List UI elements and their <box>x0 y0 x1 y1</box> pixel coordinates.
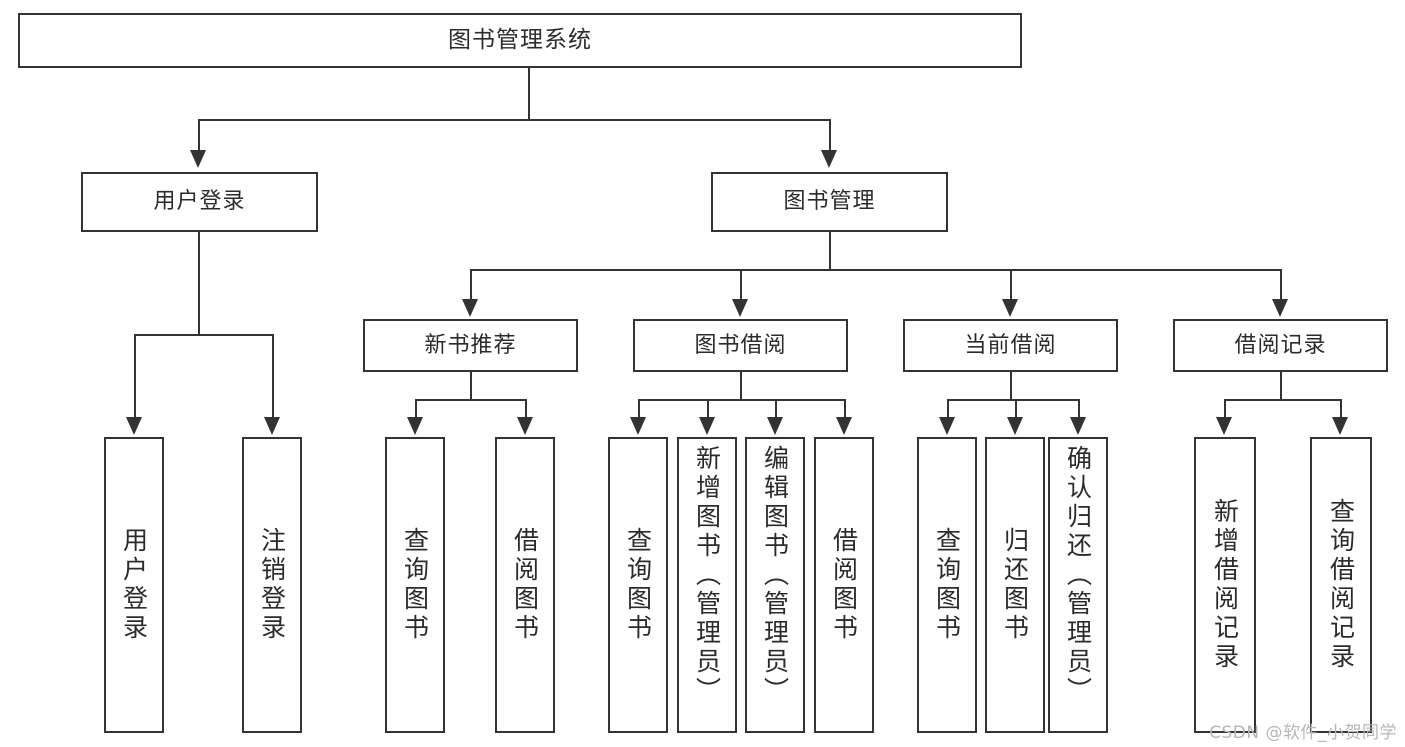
connector-new-book-drop-2 <box>525 399 527 418</box>
connector-borrow-record-stem <box>1280 372 1282 400</box>
connector-user-login-stem <box>198 232 200 335</box>
arrow-leaf-query-record <box>1332 417 1348 435</box>
leaf-edit-book[interactable]: 编辑图书（管理员） <box>745 437 805 733</box>
node-user-login[interactable]: 用户登录 <box>81 172 318 232</box>
node-root[interactable]: 图书管理系统 <box>18 13 1022 68</box>
leaf-add-book-label: 新增图书（管理员） <box>692 445 722 706</box>
node-book-management-label: 图书管理 <box>783 189 876 215</box>
connector-level3-drop-1 <box>470 269 472 300</box>
leaf-add-book[interactable]: 新增图书（管理员） <box>677 437 737 733</box>
arrow-leaf-logout <box>264 417 280 435</box>
node-user-login-label: 用户登录 <box>153 189 246 215</box>
connector-new-book-drop-1 <box>415 399 417 418</box>
connector-borrow-record-drop-1 <box>1224 399 1226 418</box>
node-borrow-record-label: 借阅记录 <box>1234 332 1327 358</box>
leaf-borrow-book-1[interactable]: 借阅图书 <box>495 437 555 733</box>
leaf-edit-book-label: 编辑图书（管理员） <box>760 445 790 706</box>
connector-level3-bus <box>470 269 1280 271</box>
leaf-query-book-2[interactable]: 查询图书 <box>608 437 668 733</box>
node-book-management[interactable]: 图书管理 <box>711 172 948 232</box>
arrow-leaf-edit-book <box>767 417 783 435</box>
leaf-confirm-return-label: 确认归还（管理员） <box>1063 445 1093 706</box>
node-new-book-recommend-label: 新书推荐 <box>424 332 517 358</box>
leaf-logout[interactable]: 注销登录 <box>242 437 302 733</box>
arrow-to-user-login <box>190 150 206 168</box>
leaf-query-book-1-label: 查询图书 <box>400 527 430 643</box>
leaf-query-book-3[interactable]: 查询图书 <box>917 437 977 733</box>
connector-level3-drop-2 <box>740 269 742 300</box>
arrow-to-book-management <box>821 150 837 168</box>
connector-level3-drop-4 <box>1280 269 1282 300</box>
leaf-query-record-label: 查询借阅记录 <box>1326 498 1356 672</box>
arrow-leaf-borrow-book-2 <box>836 417 852 435</box>
leaf-borrow-book-2[interactable]: 借阅图书 <box>814 437 874 733</box>
node-book-borrow-label: 图书借阅 <box>694 332 787 358</box>
arrow-leaf-return-book <box>1007 417 1023 435</box>
leaf-borrow-book-2-label: 借阅图书 <box>829 527 859 643</box>
leaf-query-book-3-label: 查询图书 <box>932 527 962 643</box>
connector-current-borrow-bus <box>947 399 1078 401</box>
arrow-leaf-add-book <box>699 417 715 435</box>
node-new-book-recommend[interactable]: 新书推荐 <box>363 319 578 372</box>
connector-current-borrow-drop-3 <box>1078 399 1080 418</box>
connector-borrow-record-bus <box>1224 399 1340 401</box>
leaf-borrow-book-1-label: 借阅图书 <box>510 527 540 643</box>
connector-book-borrow-drop-4 <box>844 399 846 418</box>
arrow-leaf-user-login <box>126 417 142 435</box>
node-borrow-record[interactable]: 借阅记录 <box>1173 319 1388 372</box>
leaf-query-book-2-label: 查询图书 <box>623 527 653 643</box>
connector-book-borrow-drop-3 <box>775 399 777 418</box>
arrow-leaf-query-book-2 <box>630 417 646 435</box>
connector-user-login-drop-1 <box>134 334 136 418</box>
arrow-leaf-borrow-book-1 <box>517 417 533 435</box>
arrow-to-new-book-recommend <box>462 299 478 317</box>
node-book-borrow[interactable]: 图书借阅 <box>633 319 848 372</box>
connector-root-stem <box>528 68 530 120</box>
connector-new-book-stem <box>470 372 472 400</box>
csdn-watermark: CSDN @软件_小贺同学 <box>1209 723 1397 743</box>
connector-level3-drop-3 <box>1010 269 1012 300</box>
connector-book-borrow-bus <box>638 399 844 401</box>
connector-new-book-bus <box>415 399 525 401</box>
connector-current-borrow-stem <box>1010 372 1012 400</box>
node-current-borrow-label: 当前借阅 <box>964 332 1057 358</box>
leaf-query-record[interactable]: 查询借阅记录 <box>1310 437 1372 733</box>
connector-to-user-login <box>198 119 200 151</box>
arrow-leaf-query-book-3 <box>939 417 955 435</box>
connector-current-borrow-drop-1 <box>947 399 949 418</box>
leaf-user-login[interactable]: 用户登录 <box>104 437 164 733</box>
arrow-to-borrow-record <box>1272 299 1288 317</box>
leaf-user-login-label: 用户登录 <box>119 527 149 643</box>
leaf-add-record-label: 新增借阅记录 <box>1210 498 1240 672</box>
connector-book-borrow-stem <box>740 372 742 400</box>
arrow-leaf-query-book-1 <box>407 417 423 435</box>
arrow-leaf-add-record <box>1216 417 1232 435</box>
connector-level2-bus <box>198 119 830 121</box>
leaf-logout-label: 注销登录 <box>257 527 287 643</box>
leaf-confirm-return[interactable]: 确认归还（管理员） <box>1048 437 1108 733</box>
connector-current-borrow-drop-2 <box>1015 399 1017 418</box>
connector-to-book-management <box>829 119 831 151</box>
connector-book-borrow-drop-1 <box>638 399 640 418</box>
connector-book-borrow-drop-2 <box>707 399 709 418</box>
leaf-add-record[interactable]: 新增借阅记录 <box>1194 437 1256 733</box>
connector-user-login-bus <box>134 334 272 336</box>
connector-book-management-stem <box>829 232 831 270</box>
connector-user-login-drop-2 <box>272 334 274 418</box>
node-current-borrow[interactable]: 当前借阅 <box>903 319 1118 372</box>
leaf-return-book[interactable]: 归还图书 <box>985 437 1045 733</box>
arrow-to-book-borrow <box>732 299 748 317</box>
connector-borrow-record-drop-2 <box>1340 399 1342 418</box>
node-root-label: 图书管理系统 <box>448 27 592 54</box>
arrow-to-current-borrow <box>1002 299 1018 317</box>
leaf-query-book-1[interactable]: 查询图书 <box>385 437 445 733</box>
leaf-return-book-label: 归还图书 <box>1000 527 1030 643</box>
arrow-leaf-confirm-return <box>1070 417 1086 435</box>
